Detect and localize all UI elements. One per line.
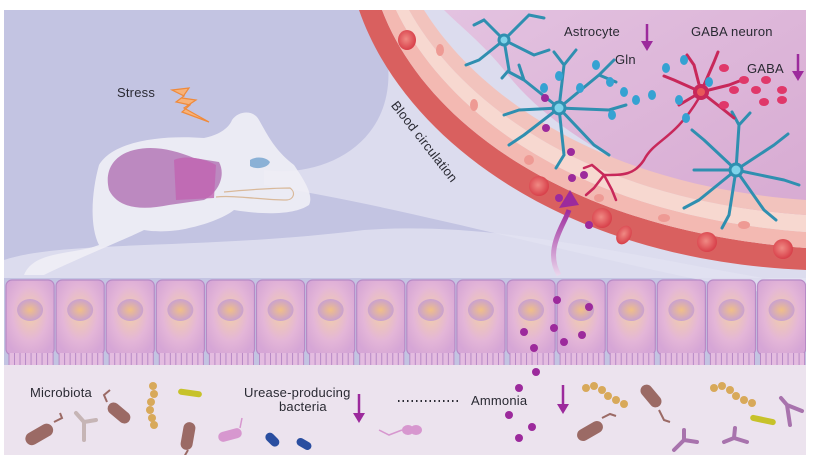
up-arrow-icon — [551, 209, 572, 277]
epithelial-cell-icon — [656, 279, 706, 370]
epithelial-cell-icon — [255, 279, 306, 370]
blood-vessel-endothelium — [382, 10, 806, 248]
label-stress: Stress — [117, 85, 156, 100]
label-gaba: GABA — [747, 61, 784, 76]
brain-region — [444, 10, 806, 220]
microbiota-bacteria — [25, 382, 804, 455]
label-microbiota: Microbiota — [30, 385, 92, 400]
label-ammonia: Ammonia — [471, 393, 528, 408]
label-urease-line1: Urease-producing — [244, 385, 351, 400]
epithelial-cell-icon — [406, 279, 456, 370]
epithelial-cell-icon — [756, 279, 806, 370]
red-blood-cell-icon — [529, 176, 549, 196]
mouse-vagus-nerve — [215, 187, 295, 201]
bacteria-icon — [672, 428, 699, 452]
gaba-down-arrow-icon — [792, 54, 804, 81]
lightning-bolt-icon — [169, 87, 210, 123]
ammonia-dots-brain — [541, 94, 593, 229]
mouse-icon — [24, 112, 311, 275]
red-blood-cell-icon — [398, 30, 416, 50]
blood-vessel-outer-wall — [359, 10, 806, 270]
epithelial-cell-icon — [456, 279, 506, 370]
mouse-stomach — [174, 157, 216, 200]
gut-lumen — [4, 365, 806, 455]
bacteria-icon — [180, 422, 196, 450]
bacteria-icon — [265, 432, 280, 447]
epithelial-cell-icon — [5, 279, 55, 370]
ammonia-down-arrow-icon — [557, 385, 569, 414]
bacteria-icon — [218, 428, 242, 442]
bacteria-icon — [582, 382, 628, 408]
bacteria-icon — [378, 425, 422, 436]
bacteria-icon — [74, 411, 98, 442]
astrocyte-icon — [464, 13, 551, 80]
epithelial-cell-icon — [306, 279, 356, 370]
red-blood-cell-icon — [697, 232, 717, 252]
epithelial-cell-icon — [356, 279, 406, 370]
label-gaba-neuron: GABA neuron — [691, 24, 773, 39]
gut-epithelium — [5, 279, 806, 370]
gln-dots — [540, 55, 713, 123]
bacteria-icon — [779, 396, 804, 427]
bacteria-icon — [146, 382, 158, 429]
mouse-brain — [250, 157, 270, 169]
red-blood-cell-icon — [592, 208, 612, 228]
gaba-dots — [719, 64, 787, 109]
bacteria-icon — [577, 421, 603, 441]
endothelial-nuclei — [436, 44, 750, 229]
figure-canvas: Stress Blood circulation Astrocyte Gln G… — [4, 10, 806, 455]
light-band — [4, 228, 806, 285]
bacteria-icon — [107, 402, 131, 424]
label-gln: Gln — [615, 52, 636, 67]
up-arrow-head — [559, 190, 579, 208]
bacteria-icon — [750, 414, 776, 426]
label-urease-line2: bacteria — [279, 399, 327, 414]
urease-down-arrow-icon — [353, 394, 365, 423]
ammonia-dots-gut — [505, 296, 593, 442]
epithelial-cell-icon — [155, 279, 206, 370]
epithelial-cell-icon — [105, 279, 155, 370]
bacteria-icon — [722, 426, 749, 444]
epithelial-cell-icon — [205, 279, 256, 370]
bacteria-icon — [178, 388, 202, 398]
bacteria-icon — [640, 384, 662, 408]
epithelial-cell-icon — [706, 279, 757, 370]
gln-down-arrow-icon — [641, 24, 653, 51]
epithelial-cell-icon — [556, 279, 606, 370]
epithelial-cell-icon — [606, 279, 656, 370]
bacteria-icon — [25, 423, 54, 446]
red-blood-cell-icon — [616, 225, 632, 245]
astrocyte-icon — [682, 110, 801, 230]
epithelial-cell-icon — [55, 279, 105, 370]
label-astrocyte: Astrocyte — [564, 24, 620, 39]
red-blood-cells — [398, 30, 793, 259]
red-blood-cell-icon — [773, 239, 793, 259]
bacteria-icon — [296, 438, 312, 450]
figure-illustration — [4, 10, 806, 455]
bacteria-icon — [710, 382, 756, 407]
gaba-neuron-icon — [582, 50, 744, 202]
epithelial-cell-icon — [506, 279, 556, 370]
